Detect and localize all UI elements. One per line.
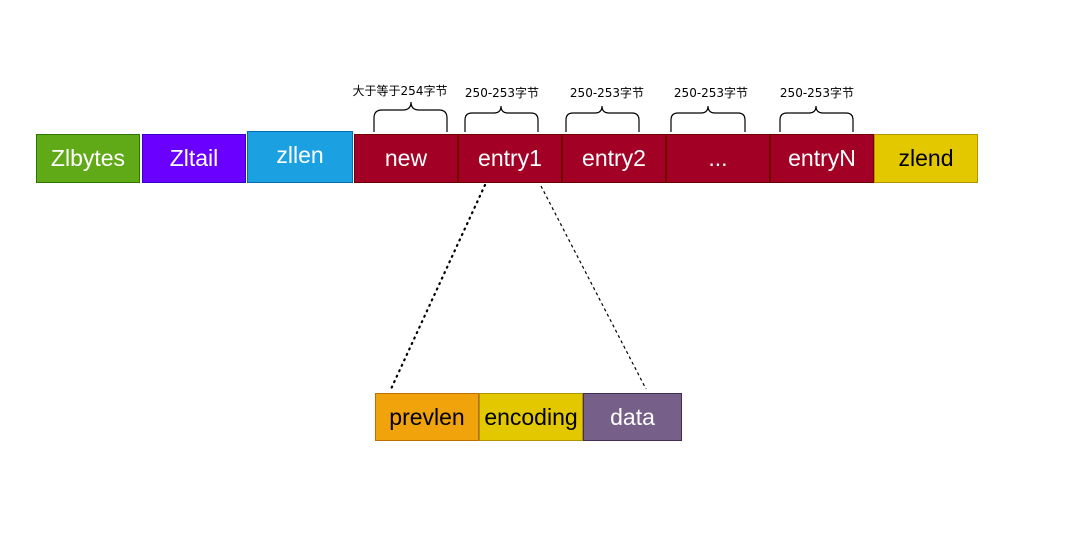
entry2-block: entry2: [562, 134, 666, 183]
zllen-block: zllen: [247, 131, 353, 183]
entry1-left-connector: [389, 183, 487, 391]
entryN-label: entryN: [788, 145, 856, 171]
encoding-label: encoding: [484, 403, 578, 430]
zltail-block: Zltail: [142, 134, 246, 183]
entry1-size-label: 250-253字节: [464, 86, 540, 100]
encoding-block: encoding: [479, 393, 583, 441]
ellipsis-block: ...: [666, 134, 770, 183]
data-label: data: [610, 403, 655, 430]
new-size-brace: [373, 101, 448, 132]
ellipsis-label: ...: [708, 145, 728, 171]
entryN-block: entryN: [770, 134, 874, 183]
entry1-block: entry1: [458, 134, 562, 183]
ellipsis-size-brace: [670, 105, 746, 132]
prevlen-label: prevlen: [389, 403, 465, 430]
entryN-size-brace: [779, 105, 854, 132]
entryN-size-label: 250-253字节: [779, 86, 855, 100]
zlend-label: zlend: [898, 145, 954, 171]
prevlen-block: prevlen: [375, 393, 479, 441]
zlbytes-label: Zlbytes: [50, 145, 126, 171]
entry2-size-brace: [565, 105, 640, 132]
entry1-right-connector: [540, 185, 647, 390]
new-block: new: [354, 134, 458, 183]
entry1-size-brace: [464, 105, 539, 132]
new-size-label: 大于等于254字节: [352, 84, 448, 98]
entry1-label: entry1: [478, 145, 542, 171]
entry2-label: entry2: [582, 145, 646, 171]
zlend-block: zlend: [874, 134, 978, 183]
zllen-label: zllen: [276, 141, 324, 168]
ellipsis-size-label: 250-253字节: [673, 86, 749, 100]
zlbytes-block: Zlbytes: [36, 134, 140, 183]
zltail-label: Zltail: [169, 145, 219, 171]
entry2-size-label: 250-253字节: [569, 86, 645, 100]
data-block: data: [583, 393, 682, 441]
new-label: new: [384, 145, 428, 171]
